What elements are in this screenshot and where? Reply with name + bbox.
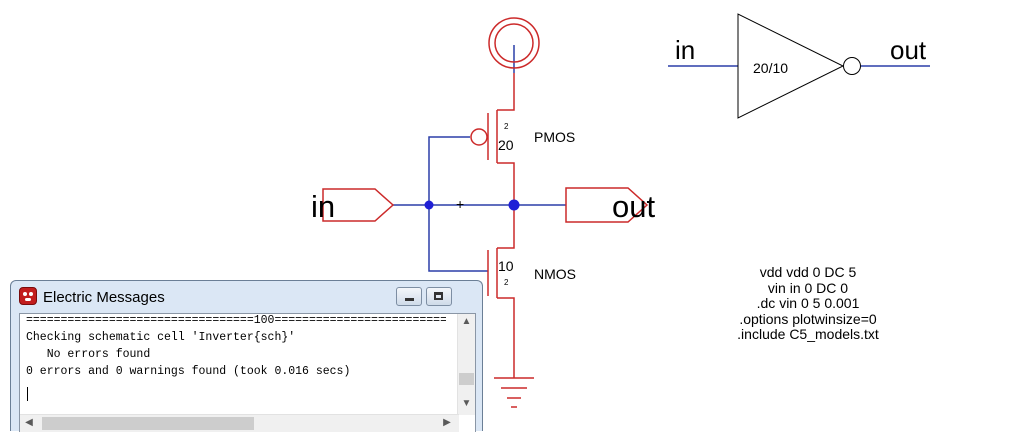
electric-app-icon[interactable] <box>19 287 37 305</box>
inverter-output-bubble <box>843 57 861 75</box>
output-port-label: out <box>612 189 656 224</box>
message-line: No errors found <box>26 348 151 361</box>
spice-line: .include C5_models.txt <box>737 326 879 342</box>
pmos-gate-bubble <box>470 128 488 146</box>
pmos-gate-wire <box>428 136 470 205</box>
icon-in-label: in <box>675 35 696 65</box>
messages-text-area[interactable]: =================================100====… <box>19 313 476 432</box>
vdd-outer-ring <box>488 17 540 69</box>
pmos-transistor <box>470 73 515 205</box>
pmos-length: 2 <box>504 122 509 131</box>
scroll-right-icon[interactable]: ▶ <box>443 417 451 428</box>
scroll-down-icon[interactable]: ▼ <box>461 398 472 409</box>
out-port-shape <box>565 187 649 223</box>
pmos-drain-source <box>496 73 515 205</box>
scroll-left-icon[interactable]: ◀ <box>25 417 33 428</box>
gate-junction-node[interactable] <box>424 200 434 210</box>
nmos-label: NMOS <box>534 266 576 282</box>
maximize-button[interactable] <box>426 287 452 306</box>
spice-directives[interactable]: vdd vdd 0 DC 5 vin in 0 DC 0 .dc vin 0 5… <box>700 264 916 343</box>
spice-line: .dc vin 0 5 0.001 <box>756 295 860 311</box>
output-junction-node[interactable] <box>508 199 520 211</box>
maximize-icon <box>434 292 443 300</box>
spice-line: .options plotwinsize=0 <box>739 310 877 327</box>
text-caret <box>27 387 28 401</box>
nmos-drain-source <box>496 205 515 378</box>
nmos-width: 10 <box>498 258 514 274</box>
pmos-label: PMOS <box>534 129 576 145</box>
wires <box>393 45 930 272</box>
input-port-label: in <box>311 189 336 224</box>
spice-line: vdd vdd 0 DC 5 <box>759 264 857 280</box>
icon-out-label: out <box>890 35 927 65</box>
messages-window[interactable]: Electric Messages ======================… <box>10 280 483 432</box>
message-line: 0 errors and 0 warnings found (took 0.01… <box>26 365 351 378</box>
horizontal-scroll-thumb[interactable] <box>42 417 254 430</box>
nmos-length: 2 <box>504 278 509 287</box>
vdd-power-symbol <box>488 17 540 69</box>
scroll-up-icon[interactable]: ▲ <box>461 316 472 327</box>
inverter-icon-symbol <box>737 13 861 119</box>
message-line: Checking schematic cell 'Inverter{sch}' <box>26 331 296 344</box>
inverter-triangle[interactable] <box>737 13 845 119</box>
messages-window-title: Electric Messages <box>43 289 165 306</box>
vertical-scroll-thumb[interactable] <box>459 373 474 385</box>
pmos-width: 20 <box>498 137 514 153</box>
horizontal-scrollbar[interactable]: ◀ ▶ <box>20 414 459 432</box>
minimize-icon <box>405 298 414 301</box>
minimize-button[interactable] <box>396 287 422 306</box>
ground-symbol <box>494 377 534 408</box>
nmos-gate-wire <box>428 205 488 272</box>
vertical-scrollbar[interactable]: ▲ ▼ <box>457 314 475 415</box>
vdd-inner-ring <box>494 23 534 63</box>
nmos-transistor <box>487 205 515 378</box>
messages-window-titlebar[interactable]: Electric Messages <box>11 281 482 313</box>
message-line: =================================100====… <box>26 314 446 327</box>
spice-line: vin in 0 DC 0 <box>767 279 849 296</box>
icon-size-label: 20/10 <box>753 60 789 76</box>
in-port-shape <box>322 188 395 222</box>
center-cross-mark: + <box>456 196 465 212</box>
